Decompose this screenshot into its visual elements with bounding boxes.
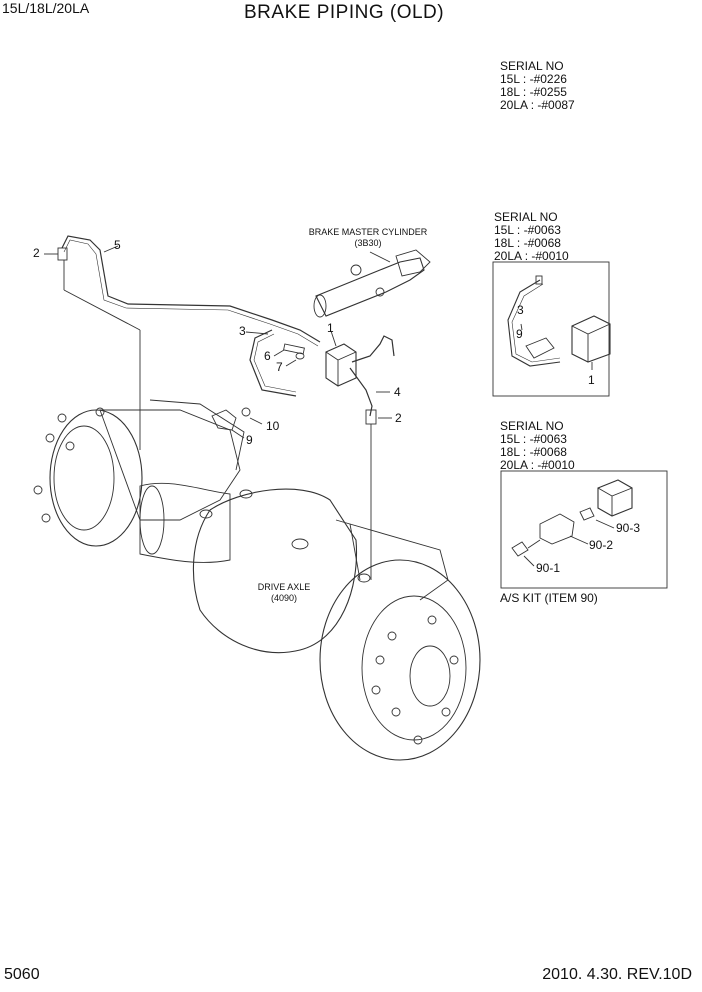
- drive-axle-label: DRIVE AXLE (4090): [244, 582, 324, 604]
- kit-block-90-3: [597, 479, 633, 517]
- inset-pipe-3: [507, 279, 561, 367]
- kit-callout-90-3: 90-3: [616, 521, 641, 535]
- inset-block-1: [571, 315, 611, 363]
- serial-heading: SERIAL NO: [500, 59, 564, 73]
- serial-line: 18L : -#0068: [494, 236, 561, 250]
- page-number: 5060: [4, 966, 40, 983]
- master-cylinder-body: [315, 257, 425, 317]
- serial-heading: SERIAL NO: [494, 210, 558, 224]
- o-ring-10: [241, 407, 251, 417]
- stop-switch-9: [211, 409, 237, 431]
- axle-left-hub: [49, 409, 143, 547]
- serial-heading: SERIAL NO: [500, 419, 564, 433]
- inset-callout-1: 1: [588, 373, 595, 387]
- kit-callout-90-2: 90-2: [589, 538, 614, 552]
- bolt-6: [283, 343, 305, 355]
- inset-callout-3: 3: [517, 303, 524, 317]
- serial-line: 15L : -#0063: [500, 432, 567, 446]
- master-cylinder-name: BRAKE MASTER CYLINDER: [308, 227, 428, 237]
- serial-block-1: SERIAL NO 15L : -#0226 18L : -#0255 20LA…: [500, 60, 575, 112]
- page-title: BRAKE PIPING (OLD): [244, 2, 445, 23]
- washer-7: [295, 352, 305, 360]
- kit-callout-90-1: 90-1: [536, 561, 561, 575]
- serial-block-3: SERIAL NO 15L : -#0063 18L : -#0068 20LA…: [500, 420, 575, 472]
- brake-pipe-3: [249, 329, 297, 397]
- inset-box-kit: [500, 470, 668, 589]
- master-cylinder-end: [313, 294, 327, 318]
- serial-line: 20LA : -#0087: [500, 98, 575, 112]
- kit-caption: A/S KIT (ITEM 90): [500, 591, 598, 605]
- serial-line: 15L : -#0226: [500, 72, 567, 86]
- callout-6: 6: [264, 349, 271, 363]
- callout-2-right: 2: [395, 411, 402, 425]
- revision-date: 2010. 4.30. REV.10D: [542, 966, 692, 983]
- brake-pipe-5: [61, 235, 321, 343]
- master-cylinder-label: BRAKE MASTER CYLINDER (3B30): [298, 227, 438, 249]
- callout-2-left: 2: [33, 246, 40, 260]
- callout-5: 5: [114, 238, 121, 252]
- inset-callout-9: 9: [516, 327, 523, 341]
- callout-4: 4: [394, 385, 401, 399]
- axle-differential: [192, 488, 358, 654]
- callout-10: 10: [266, 419, 280, 433]
- kit-switch-90-2: [539, 513, 575, 545]
- brake-block-1: [325, 343, 357, 387]
- serial-line: 18L : -#0068: [500, 445, 567, 459]
- serial-line: 20LA : -#0010: [500, 458, 575, 472]
- master-cylinder-ref: (3B30): [354, 238, 382, 248]
- brake-pipe-5-edge: [63, 239, 319, 347]
- serial-line: 18L : -#0255: [500, 85, 567, 99]
- callout-7: 7: [276, 360, 283, 374]
- fitting-2-left: [57, 247, 68, 261]
- inset-switch-9: [525, 337, 555, 359]
- model-label: 15L/18L/20LA: [2, 0, 90, 16]
- serial-line: 20LA : -#0010: [494, 249, 569, 263]
- brake-pipe-4: [349, 367, 373, 417]
- inset-box-old: [492, 261, 610, 397]
- callout-3: 3: [239, 324, 246, 338]
- kit-fitting-90-1: [511, 541, 529, 557]
- axle-right-hub: [319, 559, 481, 761]
- serial-block-2: SERIAL NO 15L : -#0063 18L : -#0068 20LA…: [494, 211, 569, 263]
- serial-line: 15L : -#0063: [494, 223, 561, 237]
- callout-1: 1: [327, 321, 334, 335]
- drive-axle-ref: (4090): [270, 593, 297, 603]
- drive-axle-name: DRIVE AXLE: [257, 582, 311, 592]
- callout-9: 9: [246, 433, 253, 447]
